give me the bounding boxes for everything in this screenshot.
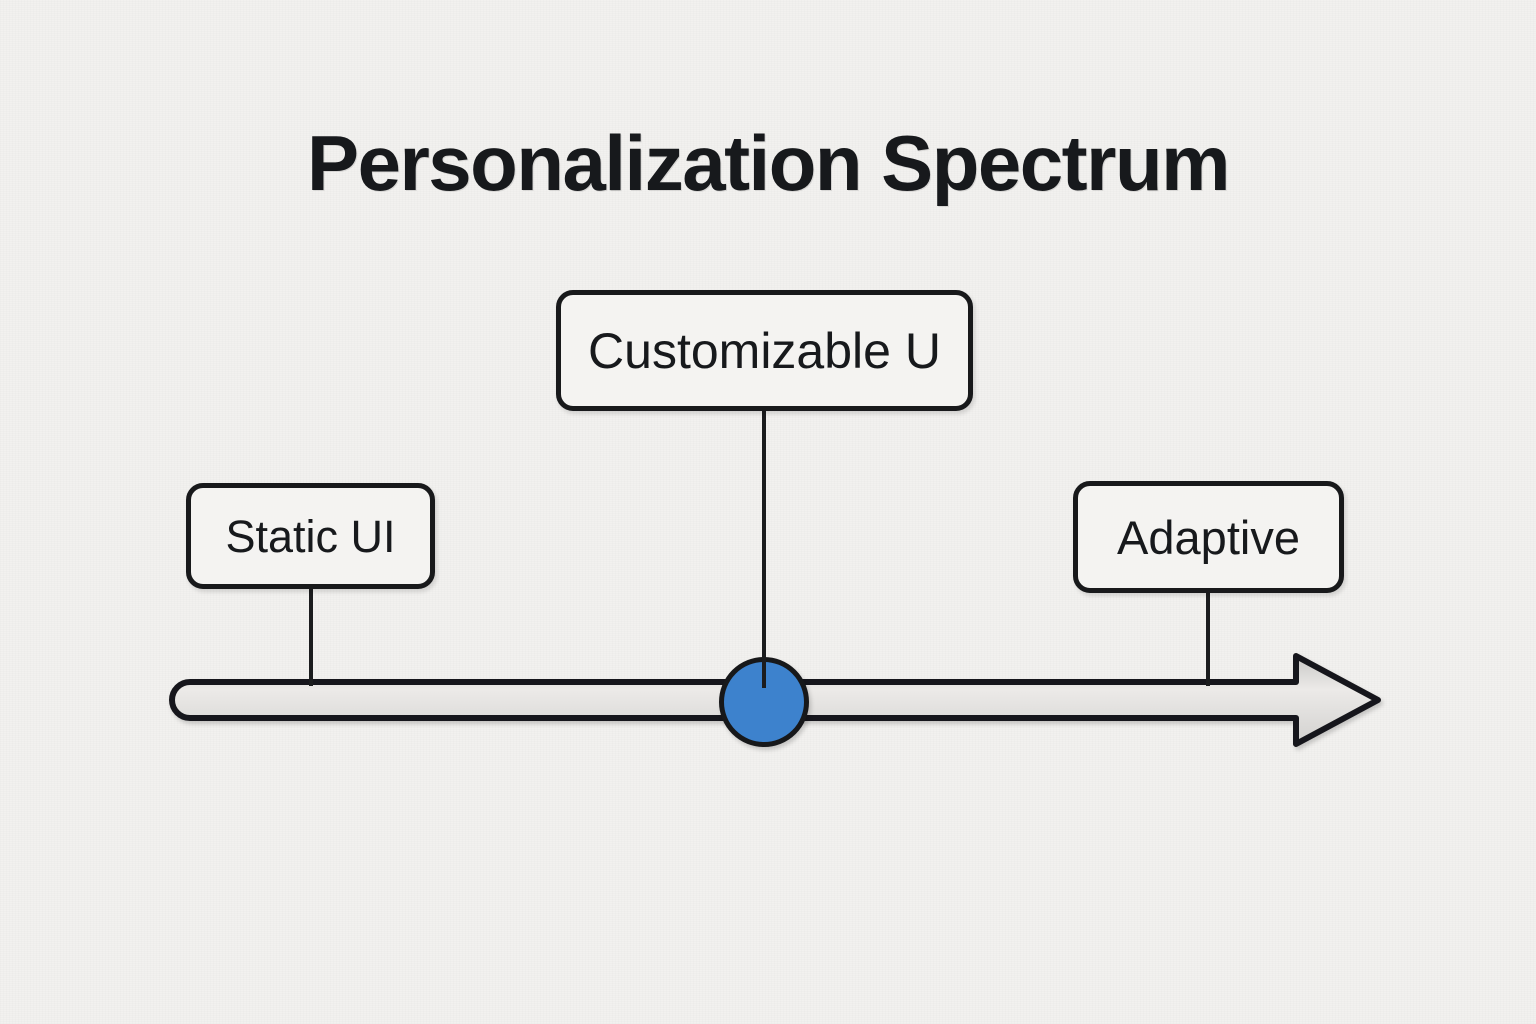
page-title: Personalization Spectrum (307, 119, 1230, 207)
node-customizable-ui[interactable]: Customizable U (556, 290, 973, 411)
node-customizable-ui-label: Customizable U (588, 322, 941, 379)
connector-customizable-ui (762, 410, 766, 688)
node-adaptive-label: Adaptive (1117, 510, 1300, 564)
node-static-ui[interactable]: Static UI (186, 483, 435, 589)
connector-static-ui (309, 588, 313, 686)
connector-adaptive (1206, 592, 1210, 686)
node-static-ui-label: Static UI (225, 510, 396, 562)
node-adaptive[interactable]: Adaptive (1073, 481, 1344, 593)
